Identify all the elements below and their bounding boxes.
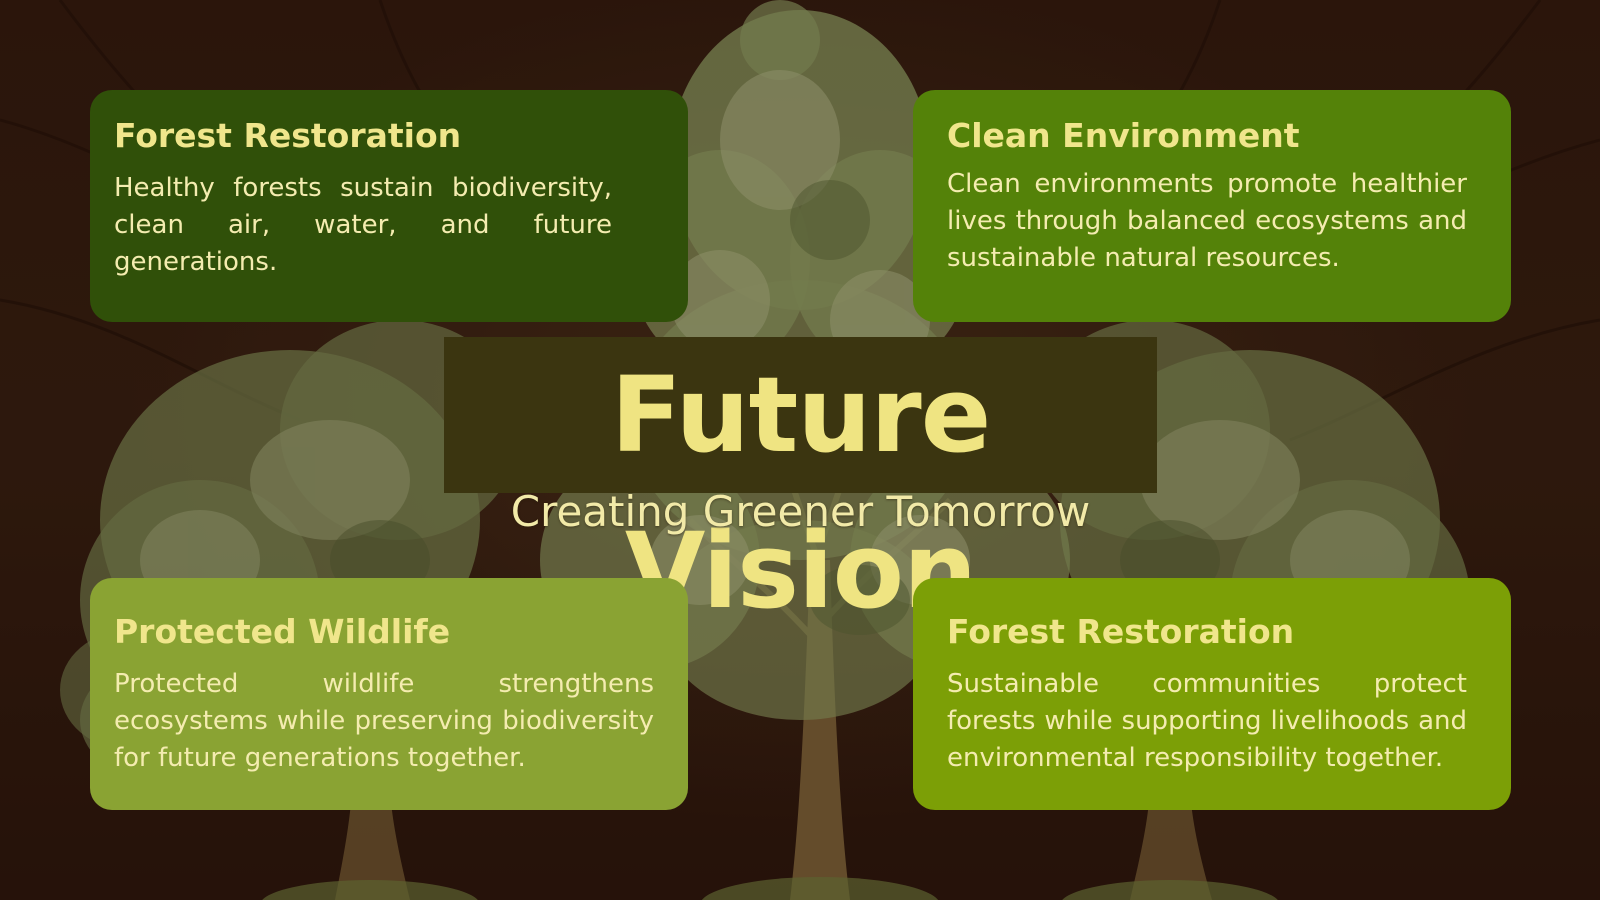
card-title: Protected Wildlife — [114, 612, 451, 651]
card-body: Sustainable communities protect forests … — [947, 669, 1467, 773]
title-banner: Future Vision — [444, 337, 1157, 632]
card-body: Healthy forests sustain biodiversity, cl… — [114, 173, 612, 277]
slide-subtitle: Creating Greener Tomorrow — [510, 487, 1091, 536]
card-title: Forest Restoration — [947, 612, 1295, 651]
card-clean-environment: Clean Environment Clean environments pro… — [913, 90, 1511, 322]
card-body: Protected wildlife strengthens ecosystem… — [114, 669, 654, 773]
card-title: Forest Restoration — [114, 116, 462, 155]
card-body: Clean environments promote healthier liv… — [947, 169, 1467, 273]
card-protected-wildlife: Protected Wildlife Protected wildlife st… — [90, 578, 688, 810]
card-title: Clean Environment — [947, 116, 1300, 155]
card-forest-restoration: Forest Restoration Healthy forests susta… — [90, 90, 688, 322]
card-forest-restoration-communities: Forest Restoration Sustainable communiti… — [913, 578, 1511, 810]
